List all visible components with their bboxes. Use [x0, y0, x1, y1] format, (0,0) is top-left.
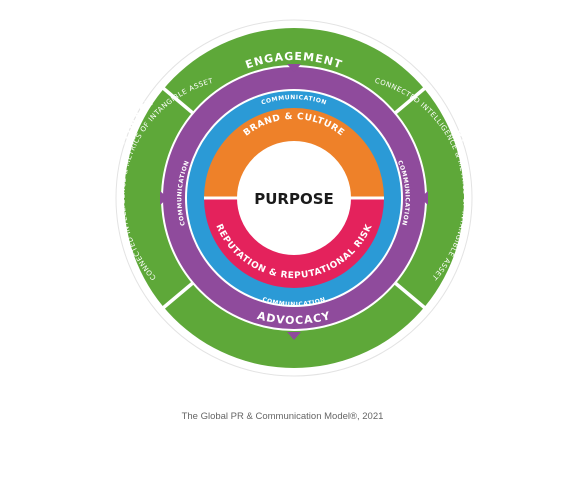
purpose-center: [237, 141, 351, 255]
pointer-top: [287, 64, 301, 72]
pointer-left: [160, 191, 168, 205]
purpose-label: PURPOSE: [254, 190, 334, 208]
advocacy-label: ADVOCACY: [256, 309, 332, 327]
pointer-right: [420, 191, 428, 205]
pointer-bottom: [287, 332, 301, 340]
figure-caption: The Global PR & Communication Model®, 20…: [181, 411, 384, 422]
